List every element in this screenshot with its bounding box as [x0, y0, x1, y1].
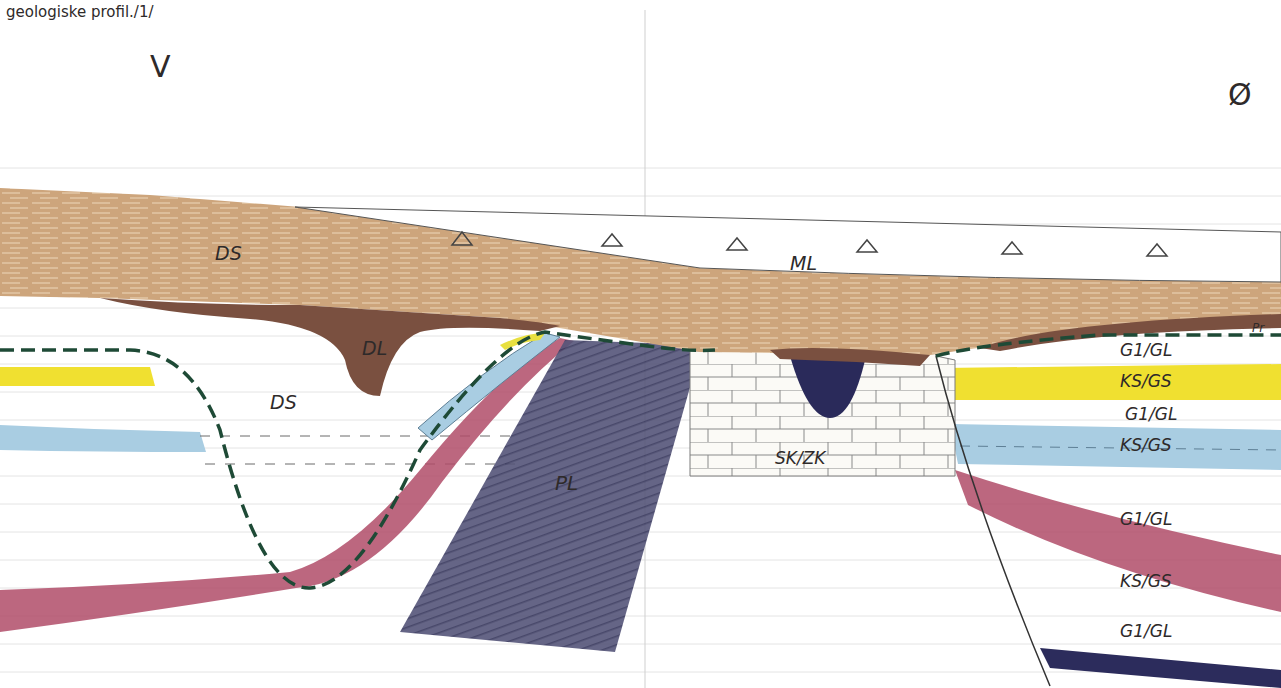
bedrock-surface [0, 332, 1281, 588]
page-header: geologiske profil./1/ [6, 4, 154, 21]
compass-letter: Ø [1228, 78, 1252, 111]
fault-line [936, 356, 1050, 686]
unit-label: Pr [1252, 322, 1264, 335]
yellow-layer [0, 367, 155, 386]
blue-layer [950, 424, 1281, 470]
compass-letter: V [150, 50, 171, 83]
dl-layer [770, 348, 930, 366]
unit-label: G1/GL [1125, 405, 1177, 424]
dl-layer [100, 298, 560, 396]
unit-label: KS/GS [1120, 372, 1172, 391]
unit-label: KS/GS [1120, 572, 1172, 591]
paper-lines [0, 10, 1281, 688]
dark-trough [790, 356, 866, 418]
unit-label: DS [215, 243, 242, 264]
pl-body [400, 340, 702, 652]
unit-label: SK/ZK [775, 449, 825, 468]
red-layer [955, 470, 1281, 612]
yellow-layer [942, 364, 1281, 400]
unit-label: KS/GS [1120, 436, 1172, 455]
unit-label: DS [270, 392, 297, 413]
unit-label: PL [555, 472, 578, 494]
ds-layer [0, 188, 1281, 355]
unit-label: ML [790, 253, 817, 274]
ml-layer [295, 207, 1281, 282]
blue-layer [0, 425, 206, 452]
dark-layer [1040, 648, 1281, 688]
unit-label: DL [362, 338, 387, 359]
unit-label: G1/GL [1120, 341, 1172, 360]
unit-label: G1/GL [1120, 622, 1172, 641]
unit-label: G1/GL [1120, 510, 1172, 529]
